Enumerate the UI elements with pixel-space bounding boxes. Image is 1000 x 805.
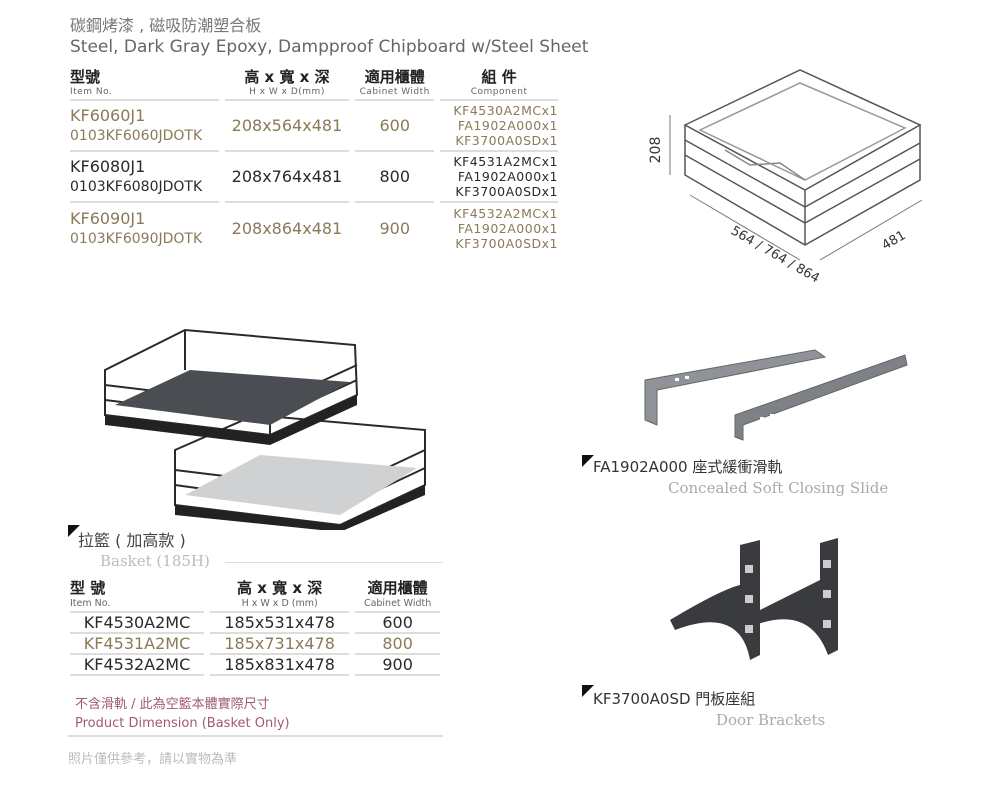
item-code: 0103KF6090JDOTK	[70, 230, 203, 247]
item-code: 0103KF6060JDOTK	[70, 127, 203, 144]
height-label: 208	[648, 137, 664, 164]
corner-marker-icon	[582, 455, 594, 467]
corner-marker-icon	[68, 525, 80, 537]
basket-title-zh: 拉籃 ( 加高款 )	[78, 531, 186, 550]
slide-subtitle: Concealed Soft Closing Slide	[668, 479, 889, 497]
dims: 208x764x481	[224, 152, 350, 203]
item-no: KF6080J1	[70, 156, 146, 176]
width-label: 564 / 764 / 864	[728, 223, 822, 286]
cabinet-width: 800	[355, 152, 435, 203]
basket-dimension-diagram: 208 564 / 764 / 864 481	[648, 69, 923, 286]
corner-marker-icon	[582, 685, 594, 697]
door-brackets-photo	[670, 538, 838, 660]
slide-photo	[644, 349, 908, 441]
note-zh: 不含滑軌 / 此為空籃本體實際尺寸	[75, 697, 270, 712]
basket-photo	[104, 328, 426, 530]
note-en: Product Dimension (Basket Only)	[75, 716, 290, 731]
title-en: Steel, Dark Gray Epoxy, Dampproof Chipbo…	[70, 37, 589, 57]
divider	[225, 562, 443, 563]
brackets-title: KF3700A0SD 門板座組	[593, 690, 756, 708]
cabinet-width: 600	[355, 101, 435, 152]
brackets-subtitle: Door Brackets	[716, 711, 826, 729]
basket-title-en: Basket (185H)	[100, 552, 210, 570]
footer-disclaimer: 照片僅供參考，請以實物為準	[68, 752, 238, 767]
divider	[68, 735, 443, 737]
item-code: 0103KF6080JDOTK	[70, 178, 203, 195]
dims: 208x564x481	[224, 101, 350, 152]
title-zh: 碳鋼烤漆 , 磁吸防潮塑合板	[70, 16, 262, 35]
item-no: KF6090J1	[70, 208, 146, 228]
slide-title: FA1902A000 座式緩衝滑軌	[593, 458, 783, 476]
depth-label: 481	[880, 228, 909, 253]
dims: 208x864x481	[231, 219, 343, 238]
item-no: KF6060J1	[70, 105, 146, 125]
cabinet-width: 900	[379, 219, 410, 238]
